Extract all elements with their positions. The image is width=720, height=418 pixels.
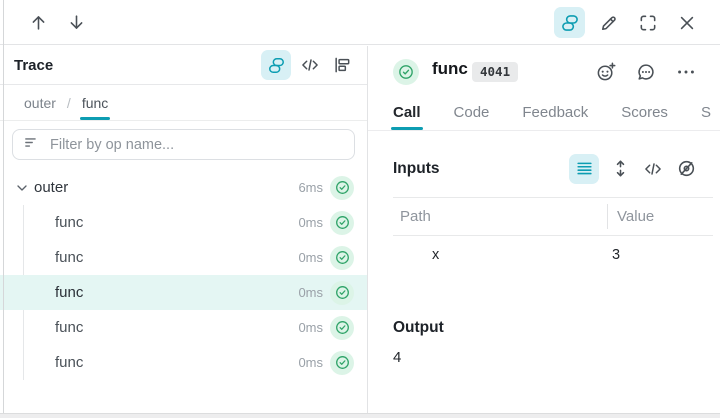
list-view-button[interactable] <box>569 153 599 184</box>
tree-row-label: func <box>55 354 84 371</box>
trace-tree: outer 6ms func 0ms func 0ms <box>0 170 367 380</box>
tree-row-label: func <box>55 319 84 336</box>
call-success-check-icon <box>393 59 419 85</box>
hide-values-button[interactable] <box>674 154 698 184</box>
fullscreen-icon <box>638 13 658 33</box>
breadcrumb-current[interactable]: func <box>79 94 111 120</box>
chevron-down-icon[interactable] <box>10 176 34 200</box>
tab-summary-clipped[interactable]: S <box>700 104 711 121</box>
inputs-table-row[interactable]: x 3 <box>393 236 713 274</box>
breadcrumb-parent[interactable]: outer <box>24 94 56 111</box>
more-options-button[interactable] <box>674 59 698 85</box>
code-view-button[interactable] <box>297 50 323 80</box>
tree-row-func[interactable]: func 0ms <box>0 310 367 345</box>
input-value-cell: 3 <box>612 247 621 263</box>
close-icon <box>677 13 697 33</box>
column-header-value[interactable]: Value <box>617 208 655 225</box>
call-title: func <box>432 59 468 78</box>
tree-row-func[interactable]: func 0ms <box>0 345 367 380</box>
tree-row-duration: 0ms <box>298 320 323 335</box>
close-drawer-button[interactable] <box>672 7 702 38</box>
output-section-header: Output <box>368 316 720 340</box>
add-reaction-icon <box>595 61 617 83</box>
inputs-title: Inputs <box>393 159 440 177</box>
flame-graph-view-button[interactable] <box>329 50 355 80</box>
tree-row-func[interactable]: func 0ms <box>0 205 367 240</box>
success-check-icon <box>330 280 354 305</box>
inputs-table: Path Value x 3 <box>393 197 713 274</box>
stack-view-icon <box>267 56 286 75</box>
tree-view-button[interactable] <box>261 50 291 80</box>
comment-icon <box>635 61 657 83</box>
success-check-icon <box>330 175 354 200</box>
stack-traces-toggle-button[interactable] <box>554 7 585 38</box>
tree-row-duration: 6ms <box>298 180 323 195</box>
trace-panel-title: Trace <box>14 56 54 74</box>
op-filter-input[interactable] <box>50 136 344 153</box>
next-call-button[interactable] <box>62 8 90 36</box>
tree-row-duration: 0ms <box>298 355 323 370</box>
inputs-section-header: Inputs <box>368 153 720 184</box>
previous-call-button[interactable] <box>24 8 52 36</box>
tree-row-duration: 0ms <box>298 250 323 265</box>
top-toolbar <box>0 0 720 45</box>
tree-row-duration: 0ms <box>298 285 323 300</box>
stack-icon <box>560 13 580 33</box>
input-path-cell: x <box>432 247 440 263</box>
output-title: Output <box>393 319 444 336</box>
success-check-icon <box>330 315 354 340</box>
column-divider[interactable] <box>607 204 608 229</box>
tree-row-label: func <box>55 249 84 266</box>
trace-panel-header: Trace <box>0 46 367 85</box>
tree-row-func-selected[interactable]: func 0ms <box>0 275 367 310</box>
call-detail-tabs: Call Code Feedback Scores S <box>368 95 720 131</box>
arrow-down-icon <box>67 13 86 32</box>
trace-panel: Trace oute <box>0 46 368 418</box>
code-view-button[interactable] <box>641 154 665 184</box>
tab-call[interactable]: Call <box>391 104 423 130</box>
arrow-up-icon <box>29 13 48 32</box>
bottom-scrollbar-track[interactable] <box>0 413 720 418</box>
eye-off-icon <box>676 158 697 179</box>
expand-vertical-icon <box>610 158 631 179</box>
column-header-path[interactable]: Path <box>400 208 431 225</box>
success-check-icon <box>330 210 354 235</box>
tree-row-label: func <box>55 284 84 301</box>
tree-row-func[interactable]: func 0ms <box>0 240 367 275</box>
success-check-icon <box>330 350 354 375</box>
code-icon <box>643 159 663 179</box>
code-icon <box>300 55 320 75</box>
call-header: func 4041 <box>368 46 720 95</box>
add-reaction-button[interactable] <box>594 59 618 85</box>
flame-graph-icon <box>332 55 352 75</box>
list-view-icon <box>575 159 594 178</box>
pencil-icon <box>599 13 619 33</box>
tree-row-label: outer <box>34 179 69 196</box>
breadcrumb-separator: / <box>66 94 71 111</box>
tree-row-label: func <box>55 214 84 231</box>
expand-vertical-button[interactable] <box>608 154 632 184</box>
tab-feedback[interactable]: Feedback <box>522 104 589 121</box>
window-left-edge <box>3 0 4 418</box>
op-filter-box <box>12 129 355 160</box>
call-count-badge[interactable]: 4041 <box>472 62 519 82</box>
output-value: 4 <box>393 349 402 366</box>
comment-button[interactable] <box>634 59 658 85</box>
tree-row-duration: 0ms <box>298 215 323 230</box>
edit-button[interactable] <box>594 7 624 38</box>
fullscreen-button[interactable] <box>633 7 663 38</box>
call-breadcrumb: outer / func <box>0 85 367 121</box>
tab-scores[interactable]: Scores <box>621 104 668 121</box>
ellipsis-icon <box>675 61 697 83</box>
call-detail-panel: func 4041 <box>368 46 720 418</box>
success-check-icon <box>330 245 354 270</box>
tree-row-outer[interactable]: outer 6ms <box>0 170 367 205</box>
filter-icon <box>23 134 40 156</box>
inputs-table-header: Path Value <box>393 198 713 236</box>
tab-code[interactable]: Code <box>453 104 490 121</box>
